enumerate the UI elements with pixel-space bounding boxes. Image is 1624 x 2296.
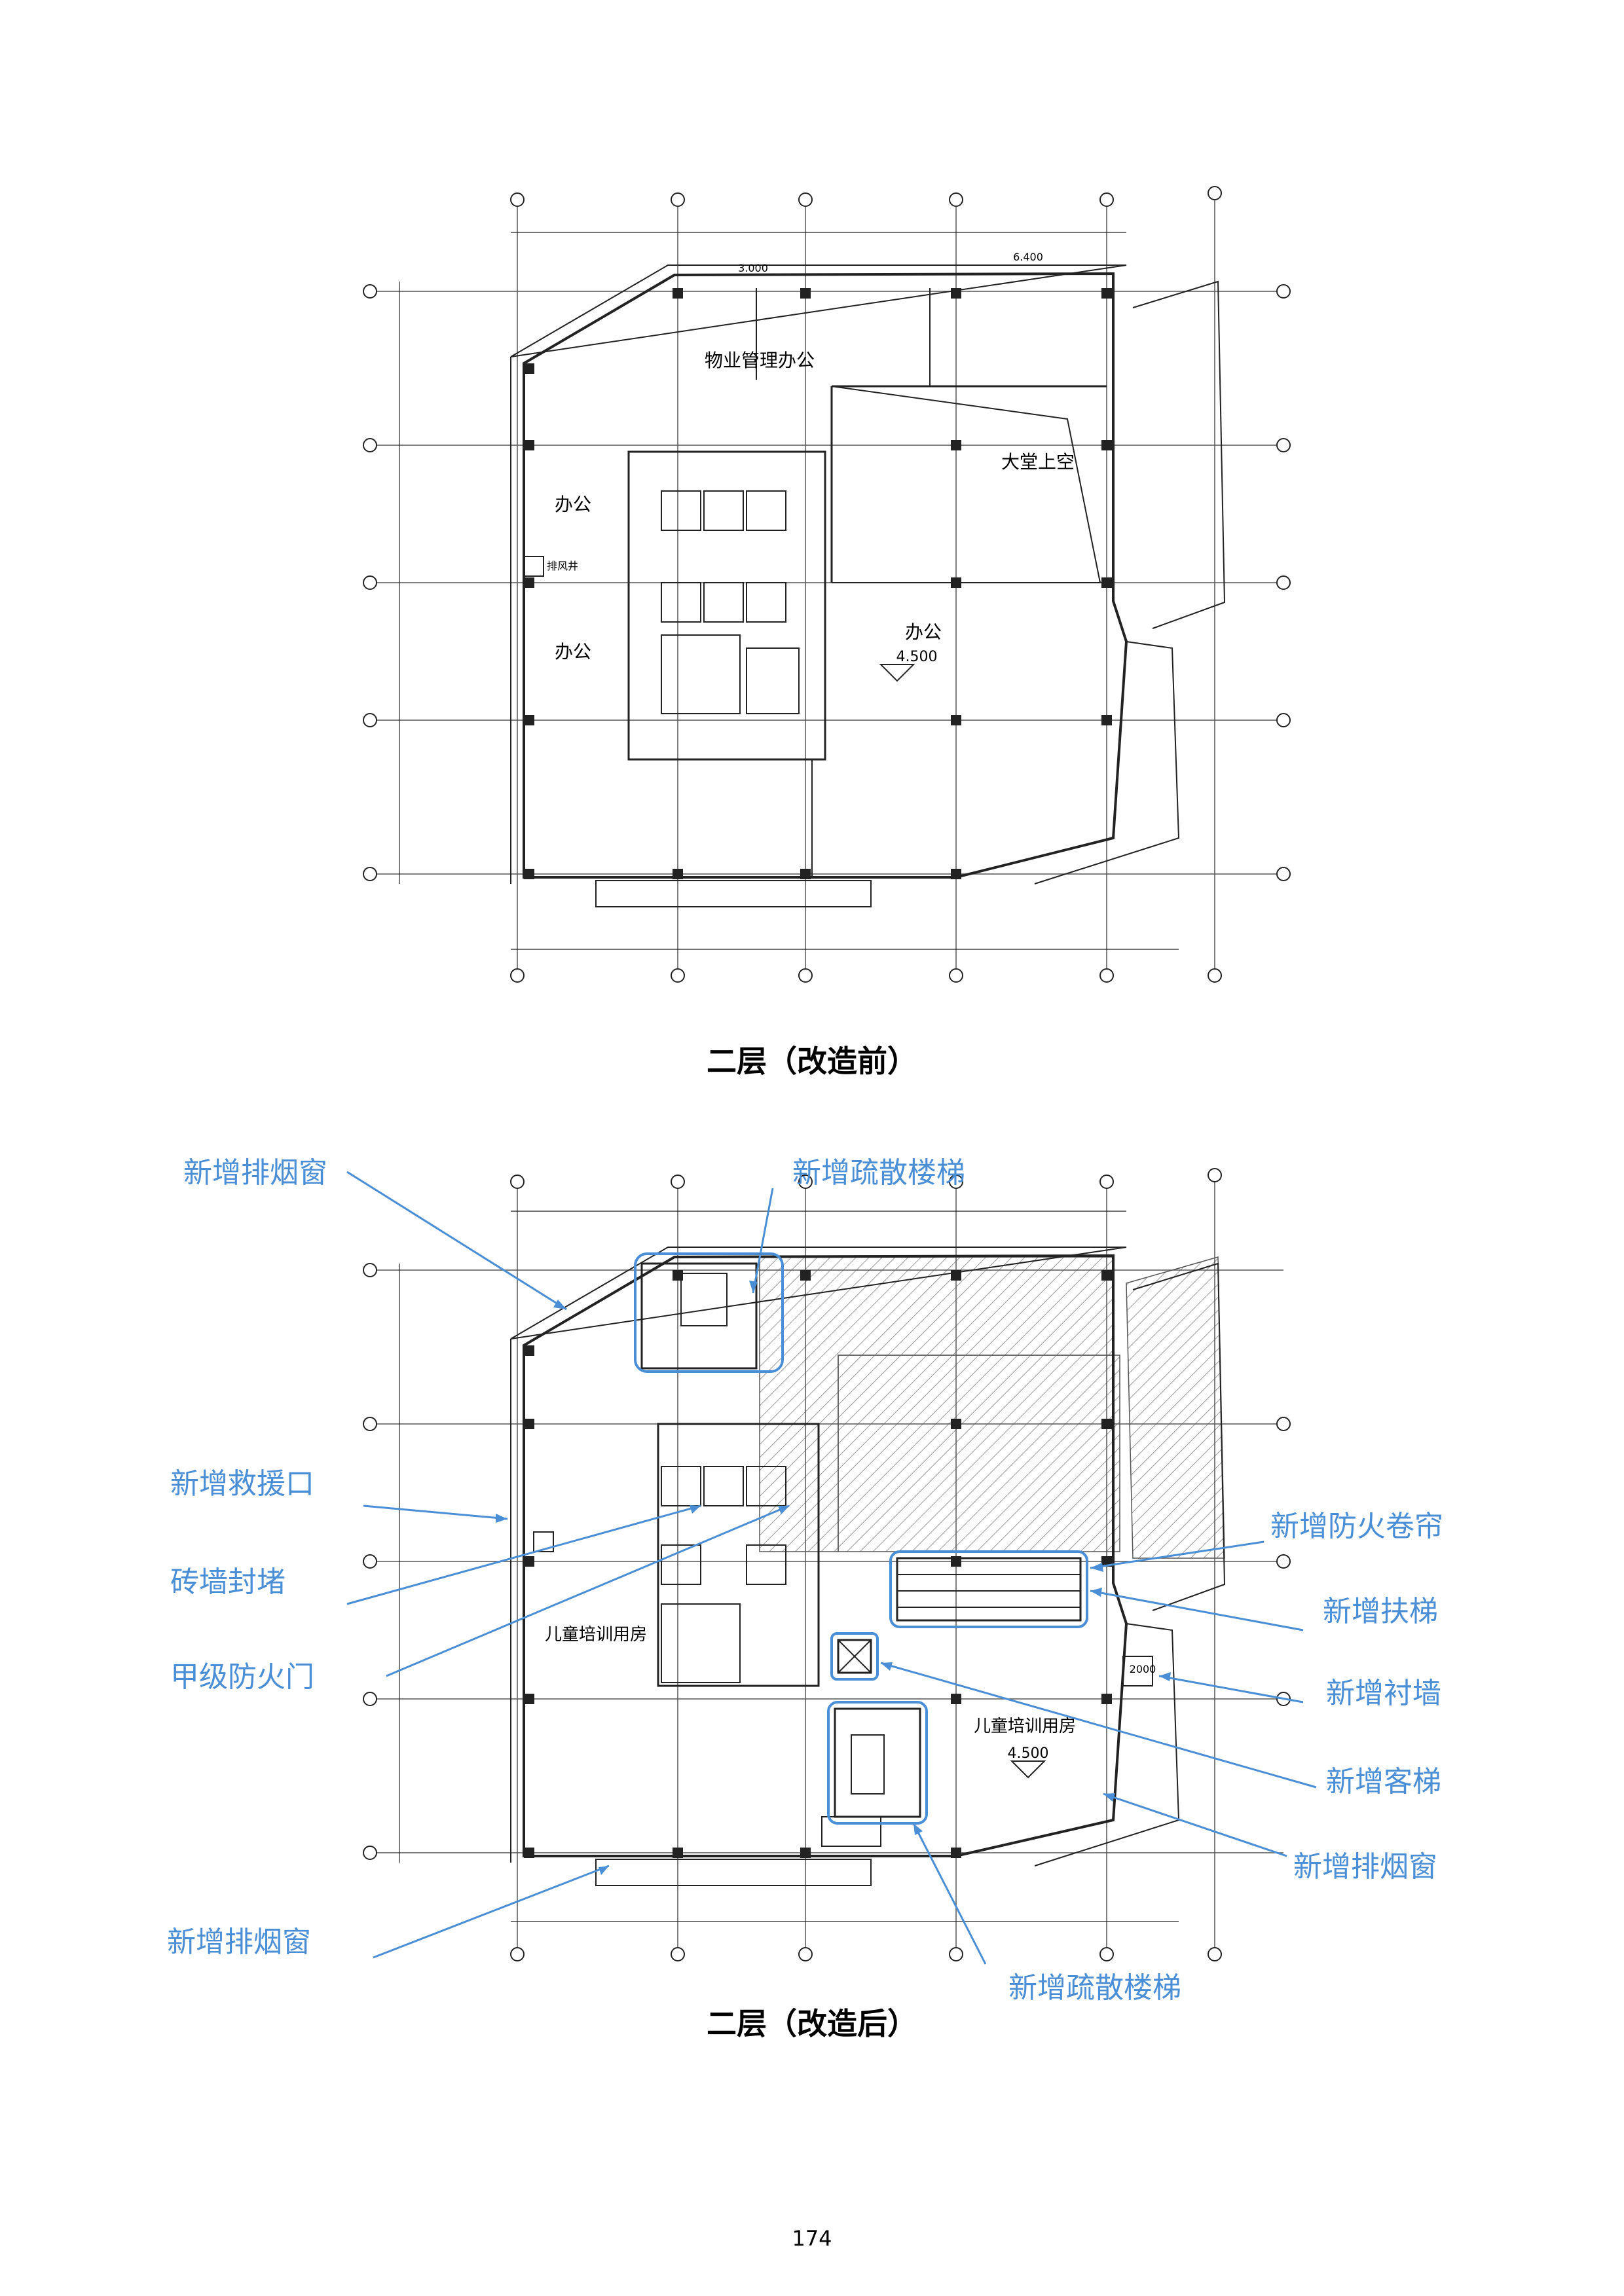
annot-fire-shutter: 新增防火卷帘 [1270, 1510, 1443, 1543]
level-mark-before: 4.500 [896, 649, 938, 665]
annot-smoke-window-bottom: 新增排烟窗 [167, 1925, 311, 1959]
elev-mark-1: 3.000 [738, 262, 768, 274]
level-mark-after: 4.500 [1008, 1745, 1049, 1762]
room-office-2: 办公 [555, 641, 591, 663]
annot-escalator: 新增扶梯 [1323, 1595, 1438, 1628]
room-office-1: 办公 [555, 494, 591, 515]
annot-rescue-opening: 新增救援口 [170, 1467, 314, 1501]
room-office-3: 办公 [905, 621, 942, 643]
highlight-stair-top [634, 1252, 784, 1373]
dim-mark-after: 2000 [1130, 1663, 1156, 1675]
shaft-label: 排风井 [547, 560, 578, 572]
annot-lining-wall: 新增衬墙 [1326, 1677, 1441, 1710]
elev-mark-2: 6.400 [1013, 251, 1043, 263]
annot-smoke-window-right: 新增排烟窗 [1293, 1850, 1437, 1884]
room-property-office: 物业管理办公 [705, 350, 815, 371]
annot-stair-top: 新增疏散楼梯 [792, 1156, 965, 1190]
highlight-elevator [830, 1632, 879, 1681]
annot-smoke-window-top: 新增排烟窗 [183, 1156, 327, 1190]
caption-before: 二层（改造前） [707, 1044, 917, 1079]
plan-after [363, 1168, 1291, 1961]
annot-brick-wall: 砖墙封堵 [170, 1565, 286, 1599]
caption-after: 二层（改造后） [707, 2006, 917, 2041]
plan-before [363, 186, 1291, 983]
annot-elevator: 新增客梯 [1326, 1765, 1441, 1798]
room-children-training-2: 儿童培训用房 [974, 1717, 1076, 1736]
room-lobby-void: 大堂上空 [1001, 451, 1075, 473]
highlight-stair-bottom [827, 1701, 928, 1825]
annot-fire-door: 甲级防火门 [170, 1660, 314, 1694]
page-number: 174 [792, 2226, 832, 2251]
annot-stair-bottom: 新增疏散楼梯 [1008, 1971, 1181, 2005]
highlight-escalator [889, 1550, 1088, 1628]
room-children-training-1: 儿童培训用房 [545, 1625, 647, 1645]
